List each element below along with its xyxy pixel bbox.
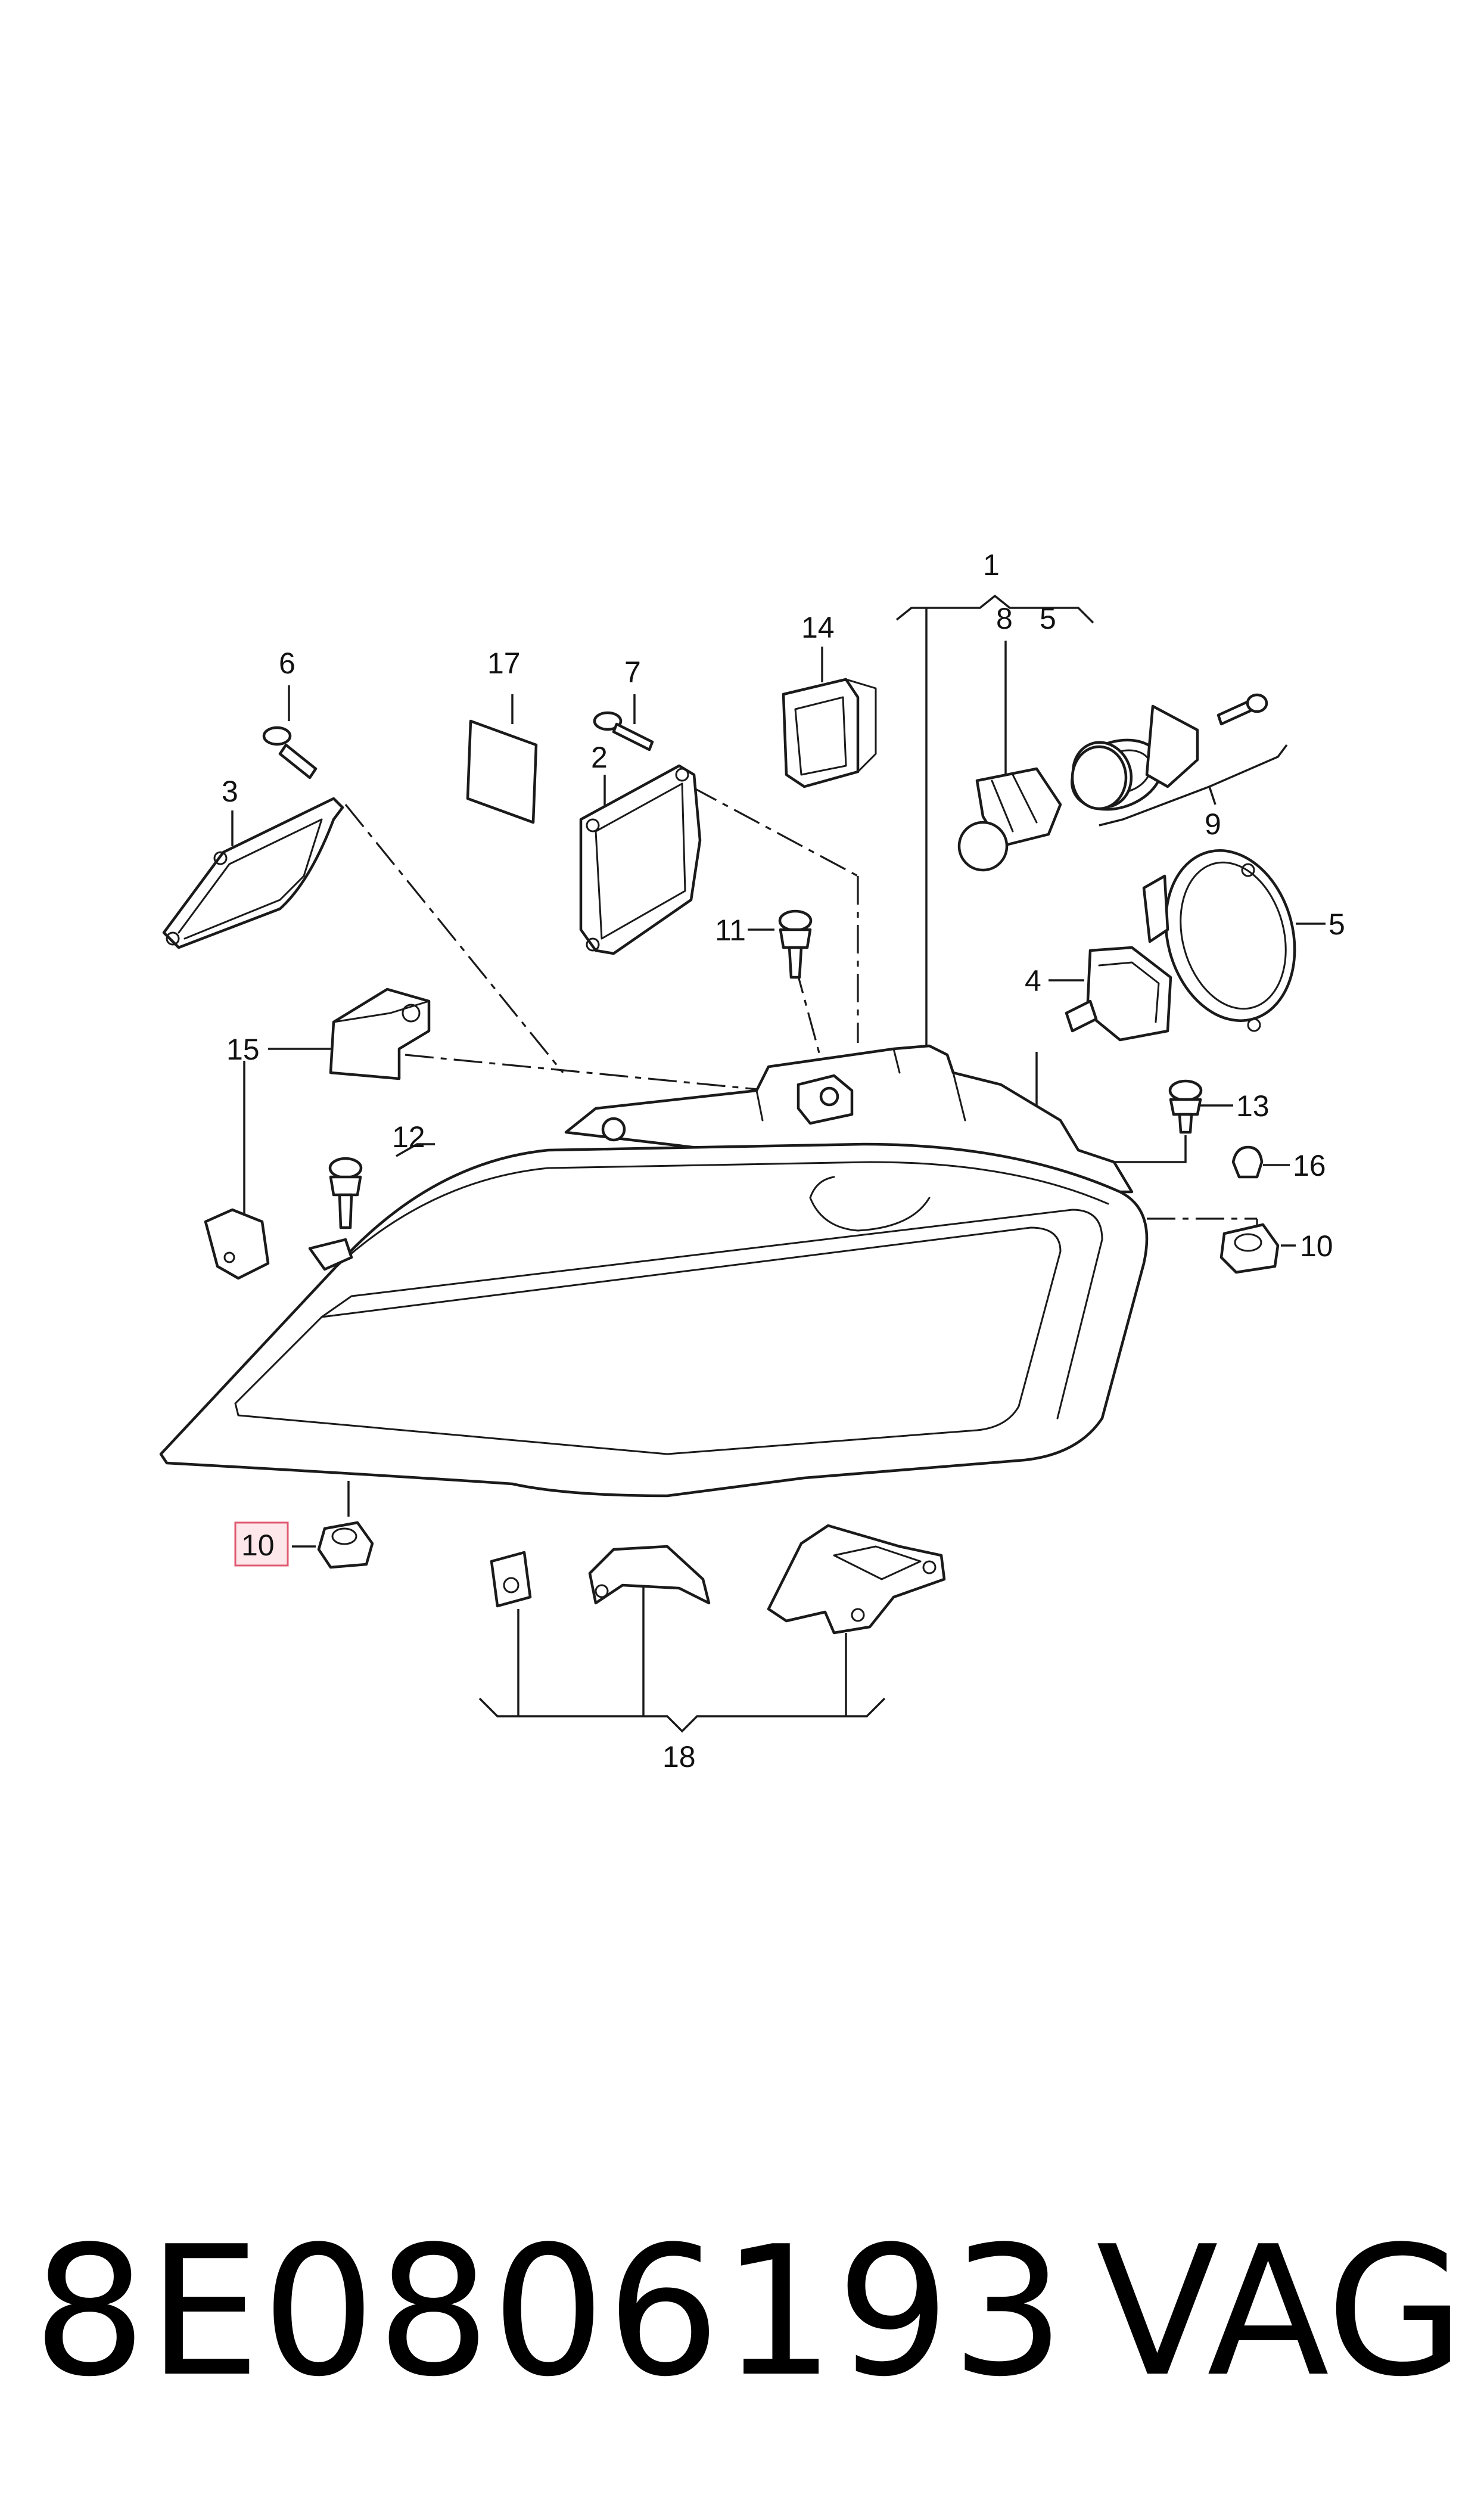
bracket-part-15: [329, 987, 431, 1080]
screw-part-6: [262, 726, 318, 779]
holder-part-9: [1071, 693, 1268, 811]
control-unit-part-2: [579, 764, 702, 955]
screw-part-12: [328, 1157, 363, 1229]
highlight-box: [234, 1521, 289, 1567]
plug-part-16: [1231, 1145, 1264, 1179]
clip-nut-part-10-right: [1219, 1223, 1280, 1274]
clip-nut-part-10-left: [317, 1521, 374, 1569]
callout-5-right: 5: [1329, 908, 1345, 941]
headlight-housing: [159, 1044, 1149, 1498]
callout-9: 9: [1205, 807, 1221, 841]
callout-1: 1: [983, 548, 1000, 582]
bulb-part-8: [957, 767, 1062, 872]
screw-part-7: [593, 711, 654, 751]
callout-10-left: 10: [241, 1529, 275, 1562]
callout-12: 12: [392, 1120, 425, 1154]
callout-17: 17: [487, 647, 521, 680]
callout-18: 18: [662, 1740, 696, 1773]
callout-4: 4: [1025, 964, 1041, 998]
gasket-part-17: [466, 719, 538, 824]
leader-lines: [231, 594, 1326, 1733]
screw-part-13: [1168, 1079, 1203, 1134]
screw-part-11: [778, 909, 813, 979]
mounting-brackets-part-18: [490, 1524, 946, 1635]
callout-7: 7: [624, 656, 641, 689]
connector-part-14: [782, 678, 877, 788]
callout-labels: 1 8 5 14 6 17 7 2 3 9 5 11 4 15 13 12 16…: [222, 548, 1345, 1773]
side-bracket-part: [204, 1208, 353, 1280]
part-number: 8E0806193: [33, 2208, 1066, 2416]
callout-11: 11: [715, 914, 746, 947]
callout-14: 14: [801, 611, 835, 644]
callout-6: 6: [279, 647, 295, 680]
brand-label: VAG: [1096, 2208, 1465, 2416]
lens-cap-part-5: [1142, 849, 1296, 1032]
callout-10-right: 10: [1300, 1229, 1333, 1263]
igniter-part-4: [1065, 946, 1172, 1042]
callout-15: 15: [226, 1033, 260, 1066]
callout-5-top: 5: [1040, 602, 1056, 635]
callout-16: 16: [1293, 1149, 1326, 1182]
callout-8: 8: [996, 602, 1013, 635]
cover-plate-part: [162, 797, 344, 949]
callout-2: 2: [591, 741, 608, 774]
callout-3: 3: [222, 775, 238, 808]
callout-13: 13: [1236, 1089, 1270, 1123]
